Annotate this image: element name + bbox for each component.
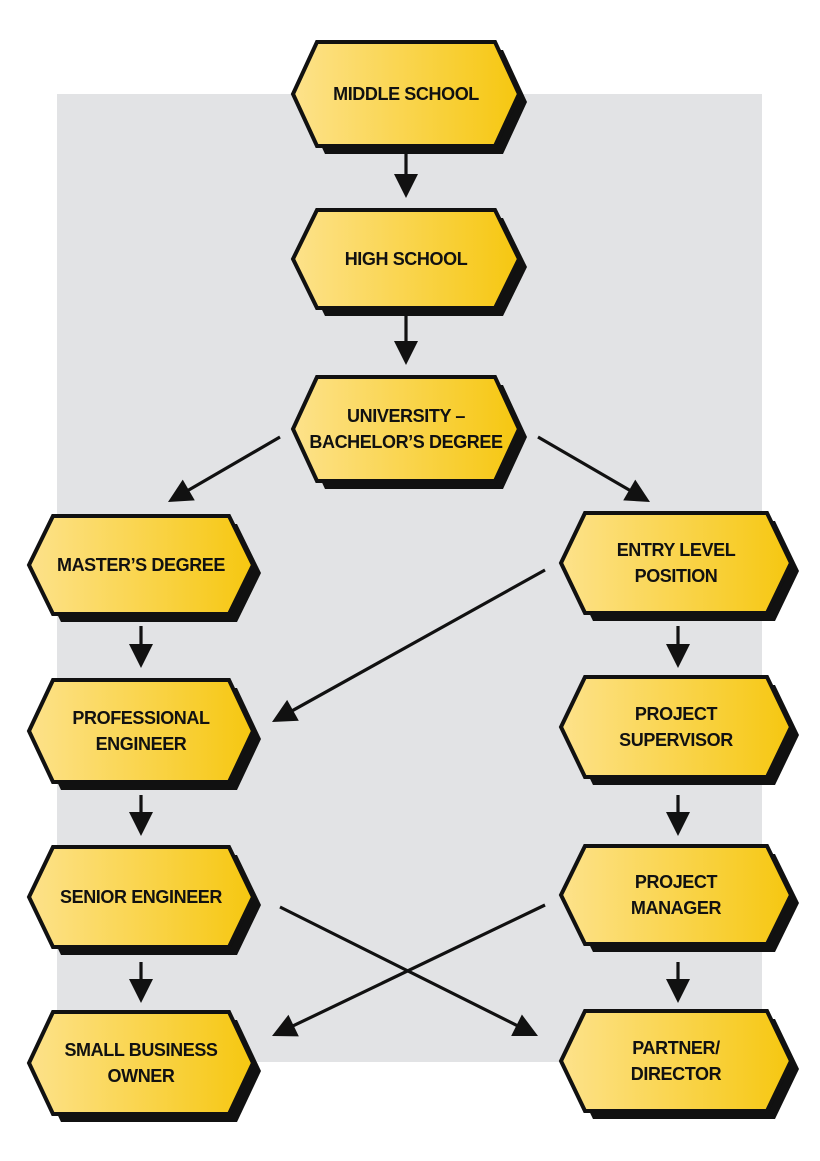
node-label: MASTER’S DEGREE [57,555,225,575]
node-entry-level: ENTRY LEVEL POSITION [558,511,799,621]
node-label: PROFESSIONAL [72,708,210,728]
node-label: PARTNER/ [632,1038,720,1058]
node-middle-school: MIDDLE SCHOOL [290,40,527,154]
arrowhead-icon [666,812,690,836]
arrowhead-icon [666,644,690,668]
arrowhead-icon [511,1014,538,1036]
node-hexagon [558,844,794,946]
connector-project-manager-to-small-business-owner [291,903,546,1028]
node-label: MIDDLE SCHOOL [333,84,479,104]
node-hexagon [26,514,256,616]
node-small-business-owner: SMALL BUSINESS OWNER [26,1010,261,1122]
node-hexagon [290,375,522,483]
arrowhead-icon [129,644,153,668]
node-project-manager: PROJECT MANAGER [558,844,799,952]
node-university: UNIVERSITY – BACHELOR’S DEGREE [290,375,527,489]
node-high-school: HIGH SCHOOL [290,208,527,316]
arrowhead-icon [666,979,690,1003]
node-hexagon [290,208,522,310]
node-label: OWNER [108,1066,175,1086]
node-hexagon [26,845,256,949]
node-hexagon [290,40,522,148]
arrowhead-icon [394,174,418,198]
connector-university-to-masters [186,435,281,493]
node-hexagon [26,1010,256,1116]
arrowhead-icon [394,341,418,365]
node-label: SUPERVISOR [619,730,733,750]
node-label: ENTRY LEVEL [617,540,736,560]
node-hexagon [26,678,256,784]
node-label: HIGH SCHOOL [345,249,468,269]
node-hexagon [558,1009,794,1113]
node-label: PROJECT [635,704,718,724]
connector-layer [129,150,690,1037]
node-label: DIRECTOR [631,1064,722,1084]
node-layer: MIDDLE SCHOOL HIGH SCHOOL UNIVERSITY – BACH… [26,40,799,1122]
node-label: BACHELOR’S DEGREE [309,432,503,452]
node-label: MANAGER [631,898,722,918]
node-masters: MASTER’S DEGREE [26,514,261,622]
arrowhead-icon [272,1014,299,1037]
node-hexagon [558,675,794,779]
node-senior-engineer: SENIOR ENGINEER [26,845,261,955]
arrowhead-icon [168,479,195,502]
node-professional-engineer: PROFESSIONAL ENGINEER [26,678,261,790]
node-label: SENIOR ENGINEER [60,887,222,907]
connector-senior-engineer-to-partner-director [279,905,520,1028]
node-label: SMALL BUSINESS [64,1040,217,1060]
node-label: PROJECT [635,872,718,892]
arrowhead-icon [623,479,650,502]
node-label: ENGINEER [96,734,187,754]
arrowhead-icon [129,979,153,1003]
arrowhead-icon [129,812,153,836]
arrowhead-icon [272,699,299,722]
node-label: UNIVERSITY – [347,406,465,426]
node-project-supervisor: PROJECT SUPERVISOR [558,675,799,785]
node-hexagon [558,511,794,615]
node-label: POSITION [635,566,718,586]
connector-university-to-entry-level [537,435,632,493]
connector-entry-level-to-professional-engineer [290,568,546,713]
node-partner-director: PARTNER/DIRECTOR [558,1009,799,1119]
